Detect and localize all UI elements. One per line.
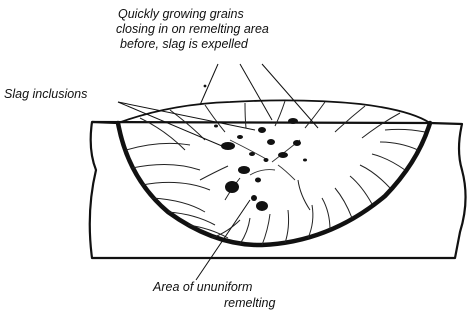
- stray-mark: [204, 85, 207, 88]
- slag-inclusions: [214, 118, 307, 211]
- label-remelt-line-2: remelting: [224, 296, 275, 310]
- label-remelt-line-1: Area of ununiform: [153, 280, 252, 294]
- leader-lines: [118, 64, 318, 280]
- label-grains-line-2: closing in on remelting area: [116, 22, 269, 36]
- label-grains-line-1: Quickly growing grains: [118, 7, 244, 21]
- label-grains-line-3: before, slag is expelled: [120, 37, 248, 51]
- label-slag-inclusions: Slag inclusions: [4, 87, 87, 101]
